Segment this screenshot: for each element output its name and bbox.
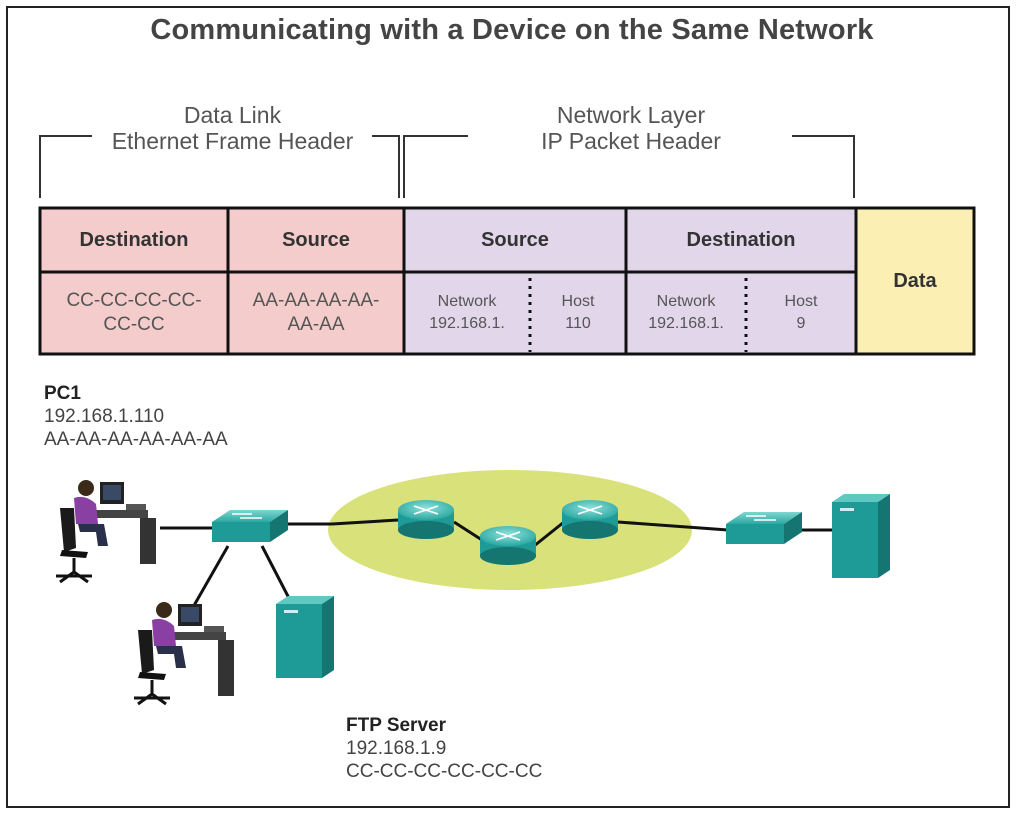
- network-layer-label: Network Layer IP Packet Header: [470, 102, 792, 154]
- pc1-ip: 192.168.1.110: [44, 406, 165, 427]
- dest-mac-line1: CC-CC-CC-CC-: [66, 290, 202, 311]
- router-icon: [480, 526, 536, 565]
- pc1-name: PC1: [44, 383, 81, 404]
- server-icon: [832, 494, 890, 578]
- dest-ip-network: Network 192.168.1.: [626, 272, 746, 354]
- network-layer-line2: IP Packet Header: [541, 128, 721, 154]
- router-icon: [398, 500, 454, 539]
- src-mac-line2: AA-AA: [287, 314, 345, 335]
- src-ip-host: Host 110: [530, 272, 626, 354]
- ftp-server-label: FTP Server 192.168.1.9 CC-CC-CC-CC-CC-CC: [346, 714, 542, 783]
- src-ip-network: Network 192.168.1.: [404, 272, 530, 354]
- ftp-server-ip: 192.168.1.9: [346, 738, 447, 759]
- src-mac-header: Source: [228, 208, 404, 272]
- diagram-frame: [6, 6, 1010, 808]
- ftp-server-name: FTP Server: [346, 715, 446, 736]
- dest-ip-host-label: Host: [784, 293, 818, 310]
- network-layer-line1: Network Layer: [556, 102, 706, 128]
- src-ip-host-value: 110: [565, 315, 591, 332]
- ftp-server-mac: CC-CC-CC-CC-CC-CC: [346, 761, 543, 782]
- src-mac-value: AA-AA-AA-AA- AA-AA: [228, 272, 404, 354]
- src-ip-host-label: Host: [561, 293, 595, 310]
- dest-mac-value: CC-CC-CC-CC- CC-CC: [40, 272, 228, 354]
- switch-icon: [212, 510, 288, 542]
- diagram-title: Communicating with a Device on the Same …: [150, 14, 874, 46]
- dest-ip-host-value: 9: [796, 315, 806, 332]
- data-link-label: Data Link Ethernet Frame Header: [90, 102, 375, 154]
- dest-mac-line2: CC-CC: [103, 314, 165, 335]
- src-ip-network-value: 192.168.1.: [429, 315, 505, 332]
- data-link-line2: Ethernet Frame Header: [111, 128, 354, 154]
- pc1-label: PC1 192.168.1.110 AA-AA-AA-AA-AA-AA: [44, 382, 228, 451]
- dest-mac-header: Destination: [40, 208, 228, 272]
- switch-icon: [726, 512, 802, 544]
- src-ip-network-label: Network: [437, 293, 497, 310]
- data-cell: Data: [856, 208, 974, 354]
- user-workstation-icon: [134, 602, 234, 706]
- dest-ip-network-label: Network: [656, 293, 716, 310]
- src-ip-header: Source: [404, 208, 626, 272]
- src-mac-line1: AA-AA-AA-AA-: [252, 290, 380, 311]
- data-link-line1: Data Link: [183, 102, 282, 128]
- dest-ip-network-value: 192.168.1.: [648, 315, 724, 332]
- dest-ip-header: Destination: [626, 208, 856, 272]
- router-icon: [562, 500, 618, 539]
- pc1-workstation-icon: [56, 480, 156, 584]
- server-icon: [276, 596, 334, 678]
- cables: [160, 518, 832, 617]
- dest-ip-host: Host 9: [746, 272, 856, 354]
- pc1-mac: AA-AA-AA-AA-AA-AA: [44, 429, 228, 450]
